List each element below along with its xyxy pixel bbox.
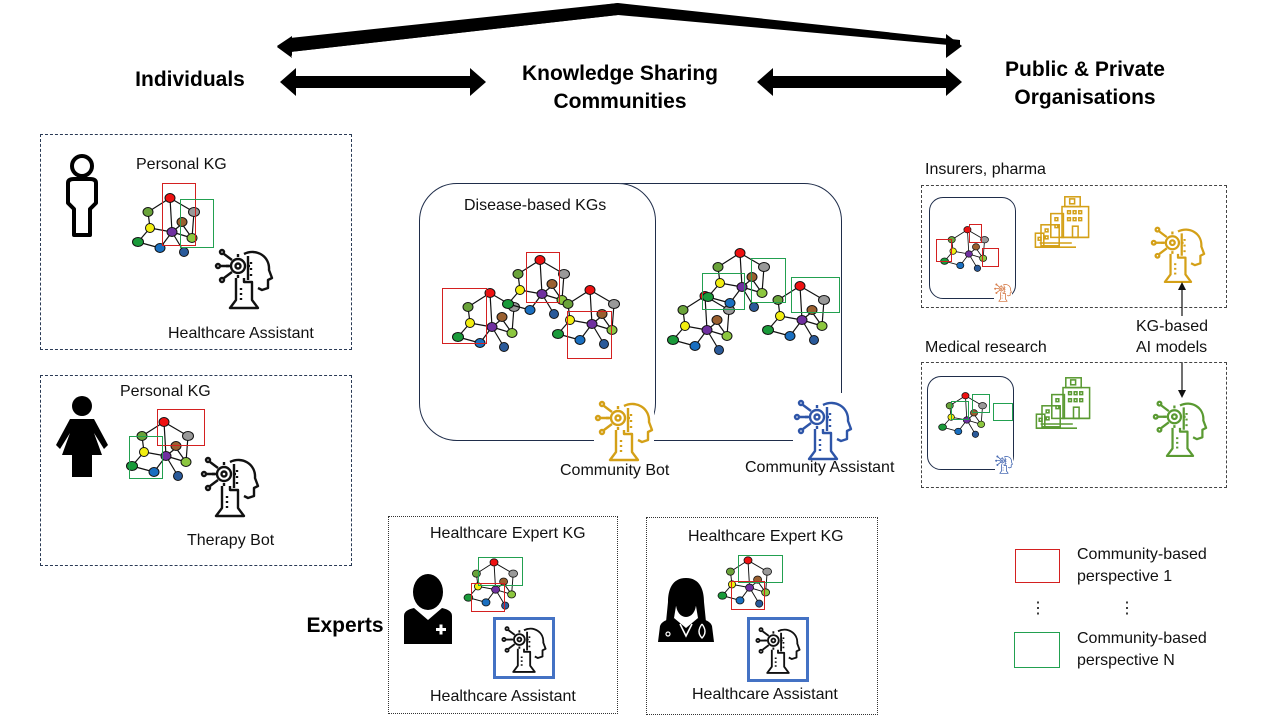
individual-panel-2	[40, 375, 352, 566]
expert-panel-2	[646, 517, 878, 715]
legend-swatch-perspective-n	[1014, 632, 1060, 668]
legend-n-line1: Community-based	[1077, 630, 1207, 647]
ai-models-line1: KG-based	[1136, 318, 1209, 335]
perspective-n-box-e1	[478, 557, 523, 586]
org-1-ai-model-robot-icon	[1150, 220, 1206, 286]
org-1-building-icon	[1034, 192, 1090, 252]
org-group-1-panel	[921, 185, 1227, 308]
org-2-perspective-n-box	[951, 401, 969, 420]
perspective-n-box-c2	[751, 258, 786, 303]
arrow-communities-organisations	[757, 68, 962, 96]
community-kg-label: Disease-based KGs	[464, 197, 607, 214]
legend-swatch-perspective-1	[1015, 549, 1060, 583]
therapy-bot-robot-icon	[200, 450, 260, 520]
individual-1-agent-label: Healthcare Assistant	[168, 325, 314, 342]
legend-n-line2: perspective N	[1077, 652, 1175, 669]
man-outline-icon	[66, 154, 98, 237]
perspective-1-box-c1	[442, 288, 487, 344]
male-doctor-icon	[404, 574, 452, 644]
expert-1-agent-label: Healthcare Assistant	[430, 688, 576, 705]
ai-models-line2: AI models	[1136, 339, 1208, 356]
header-communities: Knowledge Sharing Communities	[490, 60, 750, 116]
female-doctor-icon	[658, 578, 714, 642]
legend-ellipsis-left: ⋮	[1030, 600, 1046, 617]
expert-1-healthcare-assistant-robot-icon	[500, 621, 548, 675]
arrow-individuals-communities	[280, 68, 486, 96]
community-assistant-label: Community Assistant	[745, 459, 895, 476]
legend-1-line1: Community-based	[1077, 546, 1207, 563]
org-1-perspective-1-box	[936, 239, 952, 262]
org-group-1-label: Insurers, pharma	[925, 161, 1046, 178]
org-1-mini-robot-icon	[994, 281, 1012, 303]
perspective-n-box-c1	[702, 273, 745, 310]
expert-2-agent-label: Healthcare Assistant	[692, 686, 838, 703]
legend-1-line2: perspective 1	[1077, 568, 1173, 585]
expert-panel-1	[388, 516, 618, 714]
community-bot-robot-icon	[594, 394, 654, 464]
legend-label-perspective-1: Community-based perspective 1	[1077, 544, 1207, 588]
arrow-chevron-left	[290, 3, 960, 52]
community-assistant-robot-icon	[793, 393, 853, 463]
perspective-n-box	[180, 199, 214, 248]
header-communities-line1: Knowledge Sharing	[521, 62, 718, 85]
ai-models-arrows	[1178, 282, 1186, 398]
arrow-head-right-top	[946, 34, 962, 58]
org-1-perspective-1-box-b	[969, 224, 982, 243]
kg-based-ai-models-label: KG-based AI models	[1136, 316, 1208, 358]
perspective-n-box-c3	[791, 277, 840, 313]
org-2-mini-robot-icon	[995, 453, 1013, 475]
expert-2-kg-label: Healthcare Expert KG	[688, 528, 844, 545]
legend-ellipsis-right: ⋮	[1119, 600, 1135, 617]
header-experts: Experts	[306, 614, 384, 637]
perspective-1-box-e1	[471, 583, 505, 612]
perspective-1-box-c3	[567, 311, 612, 359]
healthcare-assistant-robot-icon	[214, 242, 274, 312]
org-2-community-frame	[927, 376, 1014, 470]
header-organisations-line1: Public & Private	[1005, 58, 1165, 81]
arrow-head-left-top	[277, 36, 292, 56]
arrows-layer	[277, 3, 962, 96]
individual-panel-1	[40, 134, 352, 350]
header-individuals: Individuals	[135, 68, 245, 91]
woman-filled-icon	[56, 396, 108, 477]
individual-2-kg-label: Personal KG	[120, 383, 211, 400]
org-2-building-icon	[1035, 372, 1091, 434]
individual-2-agent-label: Therapy Bot	[187, 532, 275, 549]
perspective-1-box-c2	[526, 252, 560, 303]
header-organisations-line2: Organisations	[1014, 86, 1156, 109]
header-communities-line2: Communities	[553, 90, 687, 113]
perspective-n-box-2	[129, 436, 163, 479]
perspective-1-box	[162, 183, 196, 246]
org-2-perspective-n-box-c	[993, 403, 1013, 421]
header-organisations: Public & Private Organisations	[975, 56, 1195, 112]
org-2-perspective-n-box-b	[972, 394, 990, 413]
expert-1-kg-label: Healthcare Expert KG	[430, 525, 586, 542]
perspective-n-box-e2	[738, 555, 783, 583]
org-group-2-panel	[921, 362, 1227, 488]
org-2-ai-model-robot-icon	[1152, 394, 1208, 460]
perspective-1-box-2	[157, 409, 205, 446]
community-bot-label: Community Bot	[560, 462, 670, 479]
expert-2-healthcare-assistant-robot-icon	[754, 622, 802, 676]
org-1-community-frame	[929, 197, 1016, 299]
org-1-perspective-1-box-c	[982, 248, 999, 267]
org-group-2-label: Medical research	[925, 339, 1047, 356]
legend-label-perspective-n: Community-based perspective N	[1077, 628, 1207, 672]
perspective-1-box-e2	[731, 581, 765, 610]
individual-1-kg-label: Personal KG	[136, 156, 227, 173]
